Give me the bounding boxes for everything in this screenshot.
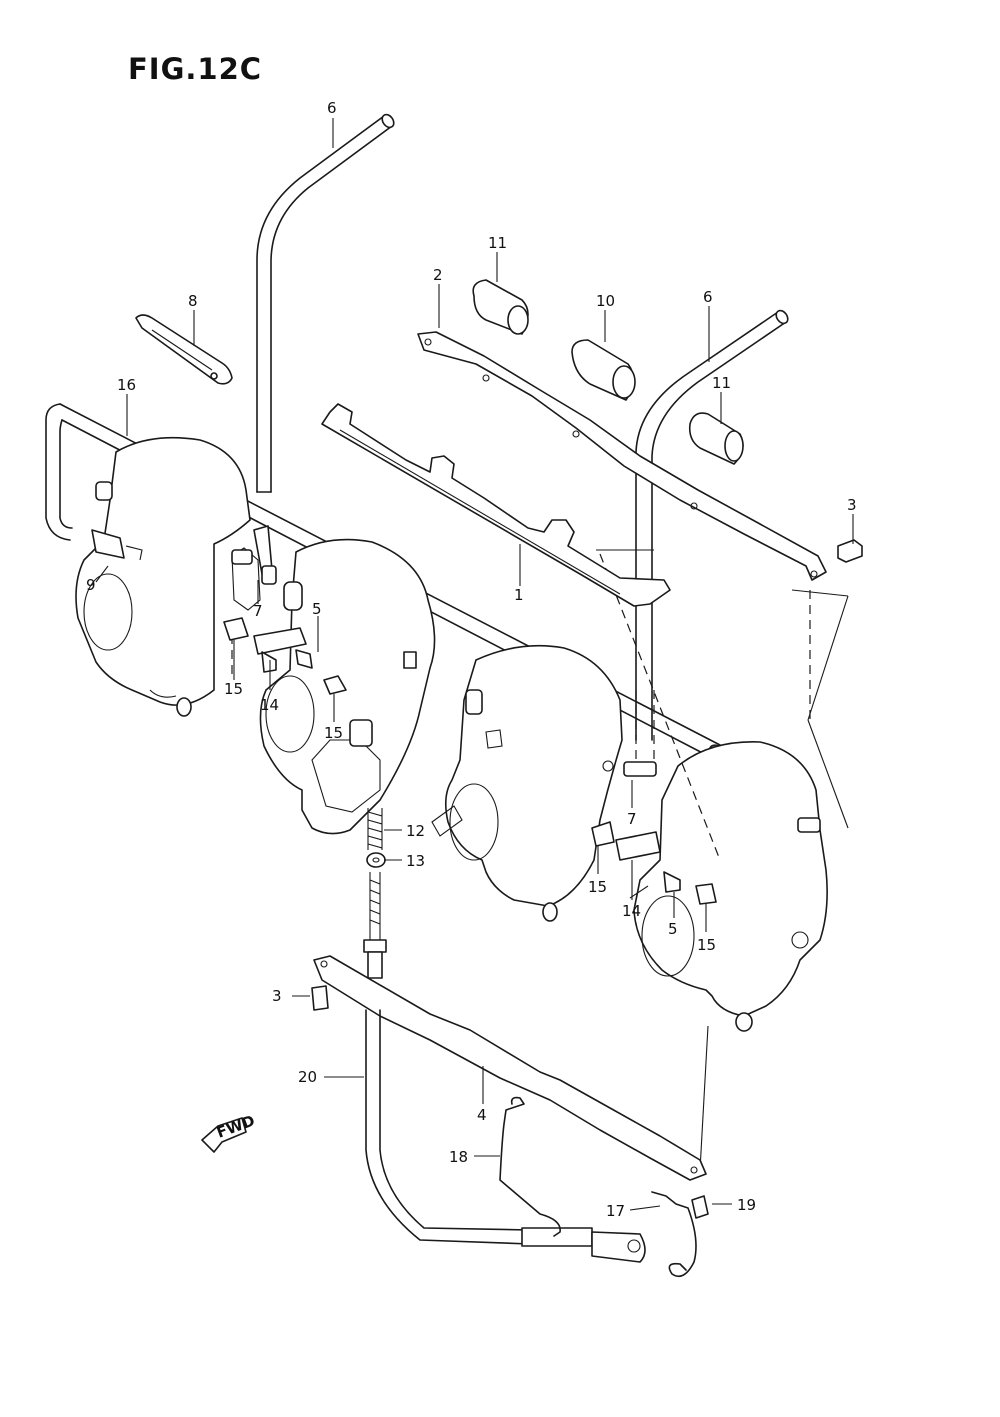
callout-14-left: 14 [260,696,279,714]
callout-11-right: 11 [712,374,731,392]
washer-13 [366,852,386,868]
fuel-hose-6-right [635,309,789,741]
callout-5-right: 5 [668,920,678,938]
fuel-hose-6-left [256,113,395,493]
idle-screw [363,872,387,979]
callout-17: 17 [606,1202,625,1220]
callout-13: 13 [406,852,425,870]
callout-15-left: 15 [224,680,243,698]
fwd-arrow-icon [201,1117,247,1153]
callout-labels: 6 11 2 10 6 11 8 16 3 1 9 7 5 15 14 15 1… [86,99,857,1220]
callout-6-right: 6 [703,288,713,306]
bolt-3-lower [311,985,329,1011]
bracket-plate-4 [313,955,707,1181]
callout-15-right-b: 15 [697,936,716,954]
screw-19 [691,1195,709,1219]
callout-11-upper: 11 [488,234,507,252]
bolt-3-upper [837,539,863,563]
callout-3-lower: 3 [272,987,282,1005]
link-plate-1 [321,403,671,607]
sleeve-11-right [688,412,744,465]
carburetor-body-4 [633,741,828,1032]
callout-16: 16 [117,376,136,394]
callout-15-mid: 15 [324,724,343,742]
carburetor-body-1 [75,436,251,717]
clip-17 [651,1191,697,1278]
callout-4: 4 [477,1106,487,1124]
fitting-cluster-left [223,525,347,695]
sleeve-11-upper [472,279,529,335]
callout-8: 8 [188,292,198,310]
callout-20: 20 [298,1068,317,1086]
carburetor-body-2 [231,538,436,835]
spring-12 [367,808,383,850]
callout-2: 2 [433,266,443,284]
callout-10: 10 [596,292,615,310]
callout-3-upper: 3 [847,496,857,514]
fitting-cluster-right [591,761,717,905]
return-spring-18 [499,1096,561,1237]
callout-14-right: 14 [622,902,641,920]
throttle-cable-20 [365,1009,646,1263]
callout-7-right: 7 [627,810,637,828]
callout-15-right-a: 15 [588,878,607,896]
leader-lines [95,118,854,1211]
callout-1: 1 [514,586,524,604]
callout-18: 18 [449,1148,468,1166]
callout-7-left: 7 [253,602,263,620]
callout-6-left: 6 [327,99,337,117]
carburetor-body-3 [431,644,623,922]
figure-title: FIG.12C [128,52,263,86]
callout-5-left: 5 [312,600,322,618]
callout-12: 12 [406,822,425,840]
callout-19: 19 [737,1196,756,1214]
sleeve-10 [571,339,636,401]
bracket-plate-2 [417,331,827,581]
bracket-8 [135,314,233,385]
fwd-label: FWD [214,1111,257,1141]
callout-9: 9 [86,576,96,594]
